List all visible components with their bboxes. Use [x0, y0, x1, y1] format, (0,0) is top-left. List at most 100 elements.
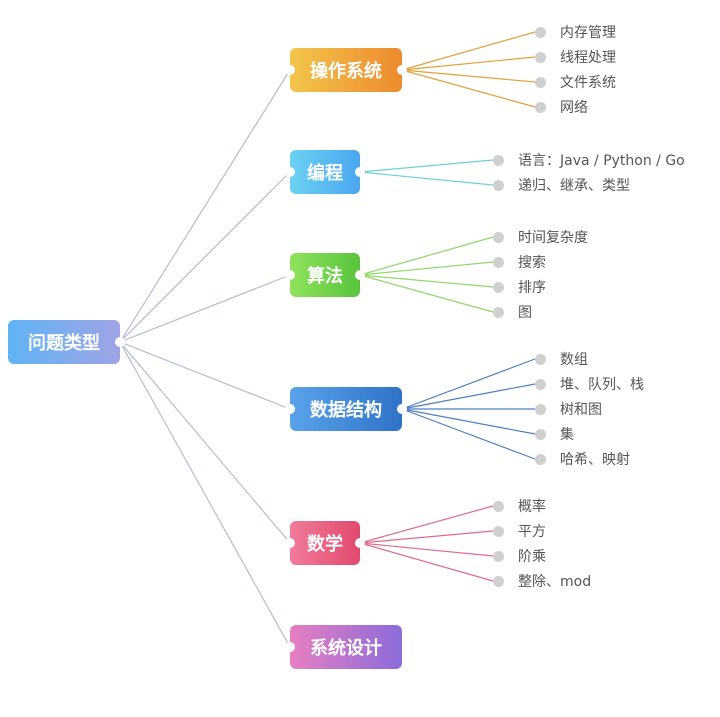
bullet-dot [535, 76, 546, 88]
branch-connector-out [355, 538, 365, 548]
branch-connector-in [285, 538, 295, 548]
branch-to-leaf-line [359, 274, 494, 288]
leaf-item[interactable]: 阶乘 [493, 545, 546, 567]
bullet-dot [535, 353, 546, 365]
branch-connector-out [397, 65, 407, 75]
branch-to-leaf-line [401, 69, 536, 108]
leaf-label: 树和图 [560, 402, 602, 418]
leaf-item[interactable]: 概率 [493, 495, 546, 517]
leaf-label: 搜索 [518, 255, 546, 271]
branch-system-design[interactable]: 系统设计 [285, 625, 402, 669]
leaf-label: 集 [560, 427, 574, 443]
bullet-dot [493, 525, 504, 537]
branch-math[interactable]: 数学 [285, 521, 365, 565]
branch-to-leaf-line [359, 505, 494, 544]
leaf-item[interactable]: 网络 [535, 96, 588, 118]
branch-to-leaf-line [359, 261, 494, 276]
branch-label: 数学 [307, 534, 343, 555]
branch-os[interactable]: 操作系统 [285, 48, 407, 92]
branch-to-leaf-line [401, 31, 536, 71]
bullet-dot [493, 256, 504, 268]
branch-label: 操作系统 [310, 61, 382, 82]
branch-label: 系统设计 [310, 638, 382, 659]
root-to-branch-line [119, 171, 291, 343]
bullet-dot [493, 179, 504, 191]
leaf-item[interactable]: 哈希、映射 [535, 448, 630, 470]
leaf-label: 线程处理 [560, 50, 616, 66]
branch-to-leaf-line [359, 236, 494, 276]
leaf-item[interactable]: 语言：Java / Python / Go [493, 149, 685, 171]
root-to-branch-line [119, 341, 291, 648]
bullet-dot [535, 26, 546, 38]
root-to-branch-line [119, 341, 291, 410]
bullet-dot [535, 378, 546, 390]
branch-data-structures[interactable]: 数据结构 [285, 387, 407, 431]
leaf-label: 网络 [560, 100, 588, 116]
branch-programming[interactable]: 编程 [285, 150, 365, 194]
branch-connector-in [285, 167, 295, 177]
leaf-label: 图 [518, 305, 532, 321]
leaf-item[interactable]: 排序 [493, 276, 546, 298]
branch-connector-out [355, 167, 365, 177]
branch-to-leaf-line [359, 274, 494, 313]
bullet-dot [535, 453, 546, 465]
root-node[interactable]: 问题类型 [8, 320, 125, 364]
branch-to-leaf-line [401, 383, 536, 410]
leaf-label: 数组 [560, 352, 588, 368]
root-to-branch-line [119, 274, 291, 343]
branch-to-leaf-line [359, 159, 494, 173]
branch-to-leaf-line [401, 358, 536, 410]
bullet-dot [535, 428, 546, 440]
leaf-item[interactable]: 数组 [535, 348, 588, 370]
branch-connector-in [285, 404, 295, 414]
bullet-dot [493, 306, 504, 318]
leaf-label: 堆、队列、栈 [560, 377, 644, 393]
root-label: 问题类型 [28, 333, 100, 354]
leaf-item[interactable]: 平方 [493, 520, 546, 542]
leaf-label: 排序 [518, 280, 546, 296]
bullet-dot [493, 500, 504, 512]
bullet-dot [493, 281, 504, 293]
leaf-item[interactable]: 树和图 [535, 398, 602, 420]
leaf-item[interactable]: 集 [535, 423, 574, 445]
bullet-dot [535, 403, 546, 415]
leaf-item[interactable]: 文件系统 [535, 71, 616, 93]
bullet-dot [535, 51, 546, 63]
leaf-item[interactable]: 递归、继承、类型 [493, 174, 630, 196]
leaf-label: 概率 [518, 499, 546, 515]
leaf-label: 语言：Java / Python / Go [518, 153, 685, 169]
leaf-item[interactable]: 图 [493, 301, 532, 323]
branch-to-leaf-line [401, 408, 536, 435]
root-connector-dot [115, 337, 125, 347]
branch-connector-in [285, 642, 295, 652]
leaf-item[interactable]: 搜索 [493, 251, 546, 273]
leaf-item[interactable]: 时间复杂度 [493, 226, 588, 248]
leaf-label: 文件系统 [560, 75, 616, 91]
leaf-label: 内存管理 [560, 25, 616, 41]
branch-to-leaf-line [401, 56, 536, 71]
leaf-item[interactable]: 线程处理 [535, 46, 616, 68]
branch-connector-out [397, 404, 407, 414]
branch-connector-out [355, 270, 365, 280]
bullet-dot [493, 231, 504, 243]
leaf-label: 阶乘 [518, 549, 546, 565]
branch-to-leaf-line [401, 69, 536, 83]
leaf-label: 平方 [518, 524, 546, 540]
branch-label: 数据结构 [310, 400, 382, 421]
bullet-dot [493, 550, 504, 562]
branch-label: 算法 [307, 266, 343, 287]
leaf-label: 整除、mod [518, 574, 592, 590]
leaf-item[interactable]: 整除、mod [493, 570, 591, 592]
branch-to-leaf-line [359, 171, 494, 186]
branch-connector-in [285, 65, 295, 75]
root-to-branch-line [119, 69, 291, 343]
leaf-item[interactable]: 内存管理 [535, 21, 616, 43]
branch-algorithms[interactable]: 算法 [285, 253, 365, 297]
branch-label: 编程 [307, 163, 343, 184]
branch-connector-in [285, 270, 295, 280]
leaf-label: 递归、继承、类型 [518, 178, 630, 194]
branch-to-leaf-line [401, 408, 536, 460]
bullet-dot [493, 154, 504, 166]
leaf-item[interactable]: 堆、队列、栈 [535, 373, 644, 395]
